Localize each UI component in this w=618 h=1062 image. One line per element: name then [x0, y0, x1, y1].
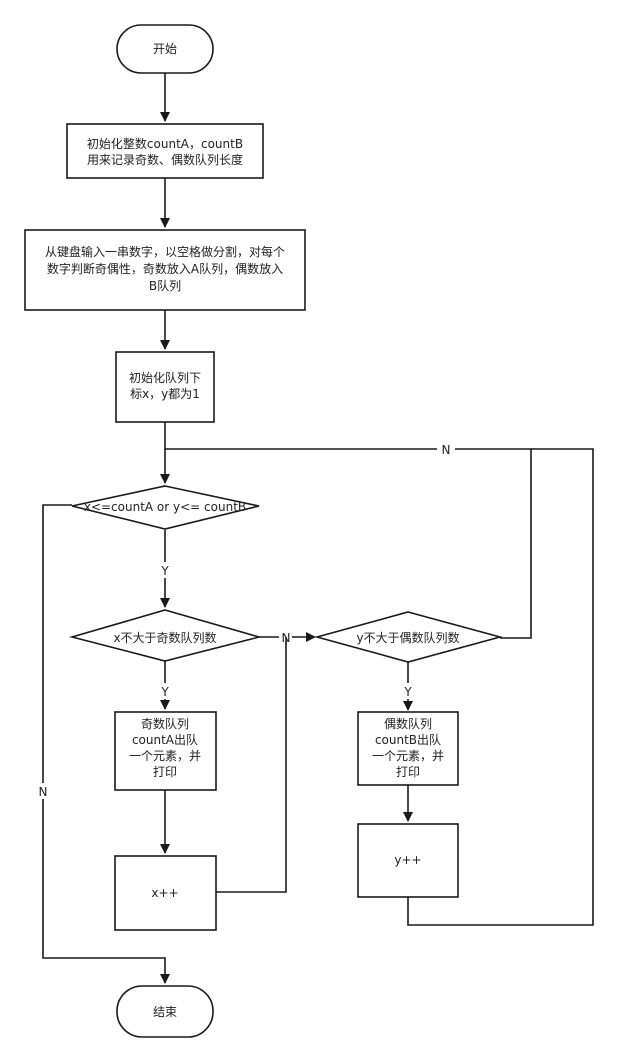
input-line-2: 数字判断奇偶性，奇数放入A队列，偶数放入 — [47, 261, 283, 276]
edge-main-no-arrow — [42, 799, 170, 984]
node-input: 从键盘输入一串数字，以空格做分割，对每个 数字判断奇偶性，奇数放入A队列，偶数放… — [24, 229, 306, 311]
dequeue-a-line-3: 一个元素，并 — [129, 749, 201, 763]
inc-x-label: x++ — [151, 886, 178, 900]
init-counts-box — [66, 123, 264, 179]
init-index-box — [115, 351, 215, 423]
dequeue-b-line-2: countB出队 — [375, 732, 441, 747]
end-terminal — [116, 985, 214, 1038]
node-cond-main: x<=countA or y<= countB — [71, 485, 260, 530]
label-y-no: N — [442, 443, 451, 457]
node-dequeue-a: 奇数队列 countA出队 一个元素，并 打印 — [114, 711, 217, 791]
end-label: 结束 — [153, 1005, 177, 1019]
edge-main-no — [42, 504, 72, 783]
dequeue-b-line-3: 一个元素，并 — [372, 749, 444, 763]
init-index-line-1: 初始化队列下 — [129, 370, 201, 385]
input-box — [24, 229, 306, 311]
init-counts-line-1: 初始化整数countA，countB — [87, 136, 243, 151]
dequeue-b-line-4: 打印 — [396, 765, 420, 779]
dequeue-b-line-1: 偶数队列 — [384, 716, 432, 731]
dequeue-a-box — [114, 711, 217, 791]
dequeue-a-line-4: 打印 — [153, 765, 177, 779]
node-end: 结束 — [116, 985, 214, 1038]
label-main-yes: Y — [160, 564, 169, 578]
label-y-yes: Y — [403, 685, 412, 699]
connectors — [42, 73, 594, 984]
dequeue-a-line-1: 奇数队列 — [141, 716, 189, 731]
edge-inc-x-back — [216, 637, 287, 893]
node-init-counts: 初始化整数countA，countB 用来记录奇数、偶数队列长度 — [66, 123, 264, 179]
edge-inc-y-back — [407, 448, 594, 926]
label-x-no: N — [282, 631, 291, 645]
inc-y-label: y++ — [394, 853, 421, 867]
init-index-line-2: 标x，y都为1 — [130, 387, 200, 401]
label-x-yes: Y — [160, 685, 169, 699]
dequeue-a-line-2: countA出队 — [132, 732, 198, 747]
inc-y-box — [357, 823, 459, 898]
node-dequeue-b: 偶数队列 countB出队 一个元素，并 打印 — [357, 711, 459, 786]
start-label: 开始 — [153, 42, 177, 56]
dequeue-b-box — [357, 711, 459, 786]
cond-main-label: x<=countA or y<= countB — [84, 500, 246, 514]
node-cond-x: x不大于奇数队列数 — [68, 609, 263, 662]
cond-y-label: y不大于偶数队列数 — [356, 630, 459, 645]
input-line-3: B队列 — [149, 278, 181, 293]
node-inc-y: y++ — [357, 823, 459, 898]
edge-y-no — [455, 448, 532, 639]
node-inc-x: x++ — [114, 855, 217, 931]
edge-labels: Y N Y N Y N — [39, 443, 451, 799]
label-main-no: N — [39, 785, 48, 799]
node-init-index: 初始化队列下 标x，y都为1 — [115, 351, 215, 423]
cond-x-label: x不大于奇数队列数 — [113, 630, 216, 645]
start-terminal — [116, 24, 214, 74]
inc-x-box — [114, 855, 217, 931]
input-line-1: 从键盘输入一串数字，以空格做分割，对每个 — [45, 244, 285, 259]
init-counts-line-2: 用来记录奇数、偶数队列长度 — [87, 152, 243, 167]
node-start: 开始 — [116, 24, 214, 74]
cond-x-diamond — [68, 609, 263, 662]
node-cond-y: y不大于偶数队列数 — [313, 611, 504, 663]
cond-y-diamond — [313, 611, 504, 663]
cond-main-diamond — [71, 485, 260, 530]
